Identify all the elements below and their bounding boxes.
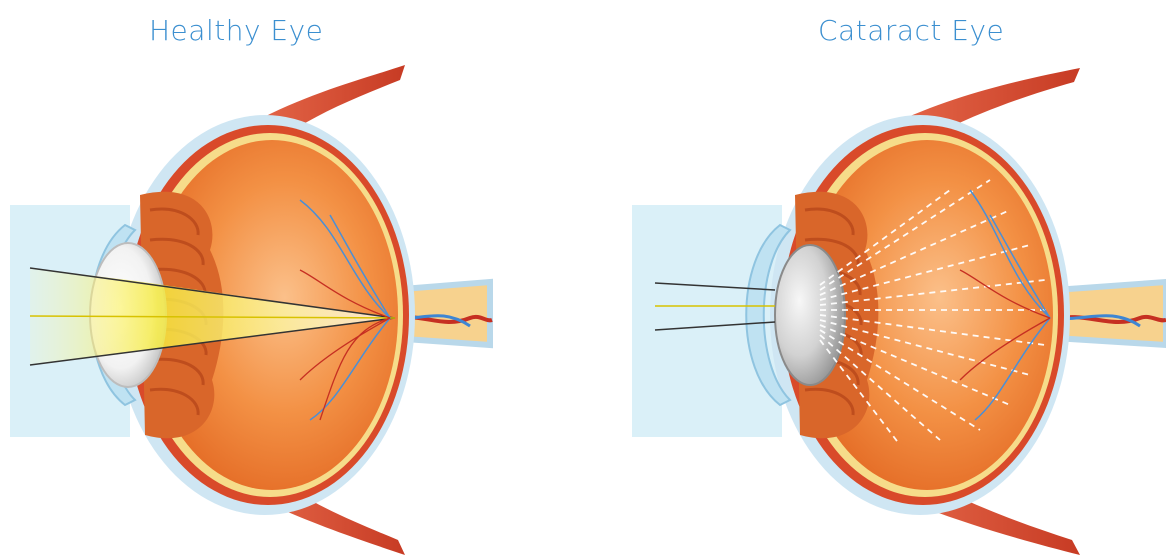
optic-nerve xyxy=(1055,282,1166,345)
cloudy-lens xyxy=(775,245,845,385)
